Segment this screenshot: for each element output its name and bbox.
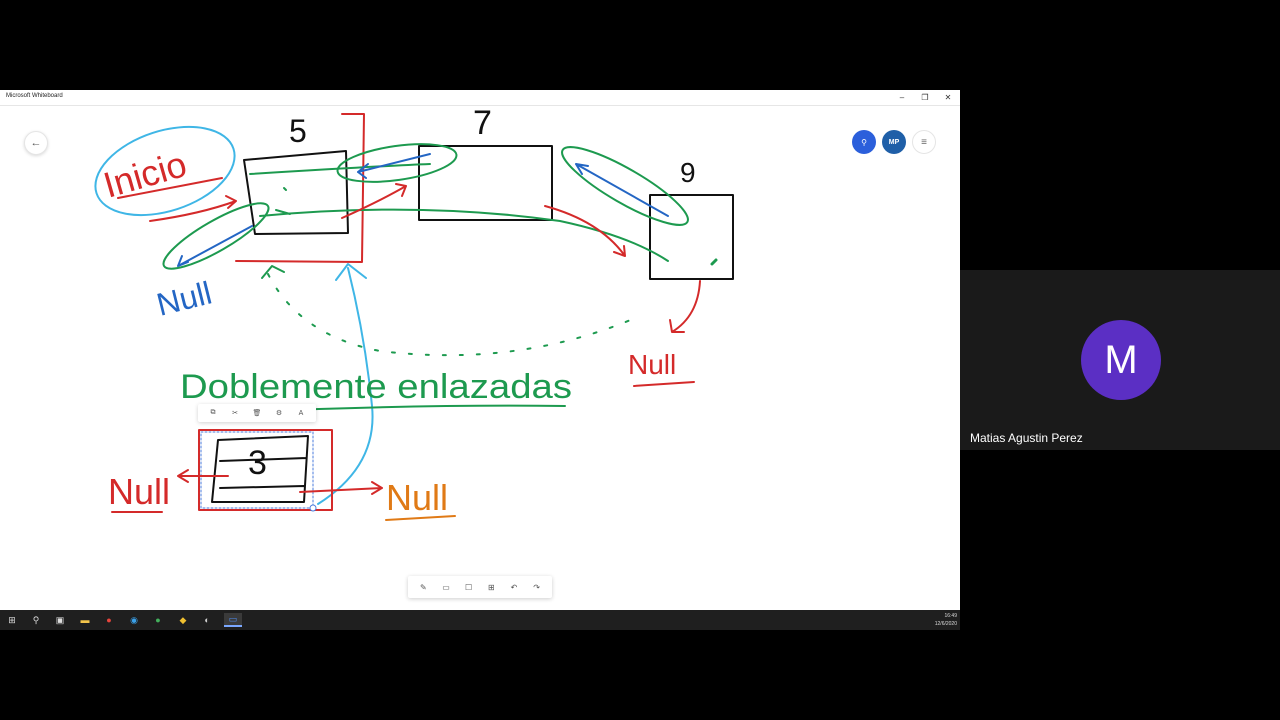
label-node-5: 5 xyxy=(289,113,307,149)
hamburger-icon: ≡ xyxy=(921,136,927,148)
pen-icon[interactable]: ✎ xyxy=(419,582,427,592)
windows-icon[interactable]: ⊞ xyxy=(8,614,16,625)
copy-icon[interactable]: ⧉ xyxy=(210,409,216,416)
red-next-9-null xyxy=(669,280,701,333)
green-dotted-loop xyxy=(267,273,641,357)
app-icon[interactable]: ● xyxy=(155,615,161,625)
clock-date: 12/6/2020 xyxy=(934,621,957,627)
inicio-ellipse xyxy=(94,125,236,217)
label-null-bottom-left: Null xyxy=(108,471,170,512)
participant-initial: M xyxy=(1104,337,1138,382)
redo-icon[interactable]: ↷ xyxy=(533,582,540,592)
red-next-5-7 xyxy=(341,183,407,219)
selection-handle[interactable] xyxy=(309,504,317,512)
green-dots-5 xyxy=(275,187,291,215)
green-prev-ellipse-7 xyxy=(336,143,458,183)
node-3-red-box xyxy=(198,429,333,511)
ink-layer: Inicio 5 7 9 Null Null Doblemente enlaza… xyxy=(94,106,734,521)
settings-menu-button[interactable]: ≡ xyxy=(912,130,936,154)
edge-icon[interactable]: ◉ xyxy=(130,614,138,625)
node-9-box xyxy=(649,194,734,280)
close-icon[interactable]: ✕ xyxy=(944,93,952,102)
red-bracket xyxy=(235,113,365,263)
task-view-icon[interactable]: ▣ xyxy=(55,614,65,625)
search-icon[interactable]: ⚲ xyxy=(32,614,40,625)
user-initials: MP xyxy=(888,138,900,146)
user-avatar[interactable]: MP xyxy=(882,130,906,154)
node-7-box xyxy=(418,145,553,221)
whiteboard-canvas[interactable]: Inicio 5 7 9 Null Null Doblemente enlaza… xyxy=(0,106,960,610)
green-next-5-7 xyxy=(249,163,431,175)
back-button[interactable]: ← xyxy=(24,131,48,155)
participant-tile[interactable]: M Matias Agustin Perez xyxy=(960,270,1280,450)
node-3-inner xyxy=(211,435,309,503)
cut-icon[interactable]: ✂ xyxy=(232,410,238,417)
windows-taskbar: ⊞ ⚲ ▣ ▬ ● ◉ ● ◆ ◐ ▭ 16:49 12/6/2020 xyxy=(0,610,960,630)
blue-prev-7-5 xyxy=(357,153,431,179)
label-doblemente: Doblemente enlazadas xyxy=(180,368,572,406)
blue-prev-9-7 xyxy=(575,163,669,217)
participant-avatar: M xyxy=(1081,320,1161,400)
label-inicio: Inicio xyxy=(99,143,191,206)
selection-outline[interactable] xyxy=(200,431,314,509)
restore-icon[interactable]: ❐ xyxy=(921,93,929,102)
label-node-7: 7 xyxy=(473,106,492,142)
inicio-arrow xyxy=(149,195,237,222)
window-titlebar: Microsoft Whiteboard – ❐ ✕ xyxy=(0,90,960,106)
window-title: Microsoft Whiteboard xyxy=(6,93,63,99)
node-5-box xyxy=(243,150,349,235)
selection-toolbar: ⧉ ✂ 🗑 ⚙ A xyxy=(198,404,316,422)
invite-button[interactable]: ⚲ xyxy=(852,130,876,154)
image-icon[interactable]: ▭ xyxy=(442,582,450,592)
label-node-3: 3 xyxy=(248,444,267,482)
label-node-9: 9 xyxy=(680,157,696,188)
ink-to-text-icon[interactable]: A xyxy=(298,409,304,417)
green-next-7-9 xyxy=(259,208,669,262)
shared-screen: Microsoft Whiteboard – ❐ ✕ xyxy=(0,90,960,630)
minimize-icon[interactable]: – xyxy=(899,93,905,102)
chrome-icon[interactable]: ● xyxy=(106,615,112,625)
label-null-left: Null xyxy=(153,275,215,323)
note-icon[interactable]: ☐ xyxy=(465,582,473,592)
blue-prev-5-null xyxy=(177,225,253,267)
back-arrow-icon: ← xyxy=(30,137,42,149)
red-next-7-9 xyxy=(544,205,626,257)
label-null-right: Null xyxy=(628,349,676,380)
color-icon[interactable]: ⚙ xyxy=(275,410,283,417)
green-prev-ellipse-5 xyxy=(162,202,270,270)
node-3-right-arrow xyxy=(299,481,383,495)
taskbar-clock[interactable]: 16:49 12/6/2020 xyxy=(935,612,957,628)
null-right-underline xyxy=(633,381,695,387)
null-bottom-right-underline xyxy=(385,515,456,521)
insert-icon[interactable]: ⊞ xyxy=(487,582,495,592)
label-null-bottom-right: Null xyxy=(386,477,448,518)
participant-name: Matias Agustin Perez xyxy=(970,431,1083,445)
undo-icon[interactable]: ↶ xyxy=(510,582,518,592)
green-dots-9 xyxy=(710,258,718,266)
file-explorer-icon[interactable]: ▬ xyxy=(80,615,90,625)
green-prev-ellipse-9 xyxy=(561,146,689,226)
app-icon-3[interactable]: ◐ xyxy=(204,615,210,625)
person-icon: ⚲ xyxy=(861,137,867,147)
bottom-toolbar: ✎ ▭ ☐ ⊞ ↶ ↷ xyxy=(408,576,552,598)
whiteboard-icon[interactable]: ▭ xyxy=(224,613,242,627)
green-small-arrow xyxy=(261,265,285,279)
cyan-prev-link xyxy=(317,263,374,505)
app-icon-2[interactable]: ◆ xyxy=(179,614,187,625)
clock-time: 16:49 xyxy=(944,613,957,619)
inicio-underline xyxy=(117,177,223,199)
delete-icon[interactable]: 🗑 xyxy=(252,410,262,417)
node-3-left-arrow xyxy=(177,469,229,483)
